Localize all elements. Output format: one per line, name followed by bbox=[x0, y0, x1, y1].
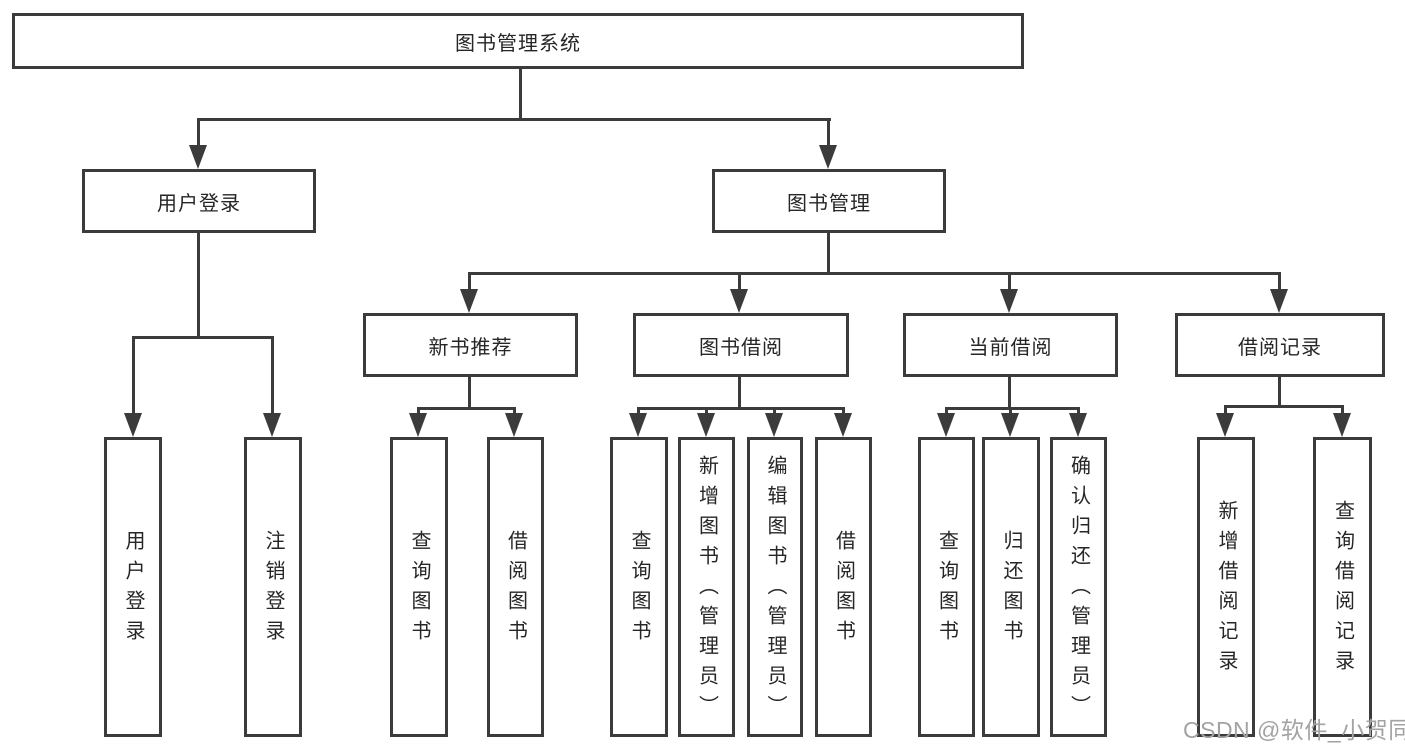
connector-new-book-recommend-stem bbox=[468, 377, 471, 410]
node-label: 当前借阅 bbox=[968, 336, 1053, 359]
arrow-to-borrowing-records-icon bbox=[1270, 289, 1288, 313]
node-label: 新增借阅记录 bbox=[1215, 500, 1237, 680]
node-return-books-leaf: 归还图书 bbox=[982, 437, 1040, 737]
node-book-borrowing: 图书借阅 bbox=[633, 313, 849, 377]
node-label: 新书推荐 bbox=[428, 336, 513, 359]
node-edit-books-admin-leaf: 编辑图书（管理员） bbox=[747, 437, 803, 737]
node-book-management: 图书管理 bbox=[712, 169, 946, 233]
arrow-leaf-icon bbox=[1333, 413, 1351, 437]
arrow-leaf-icon bbox=[765, 413, 783, 437]
connector-book-management-rail bbox=[469, 272, 1281, 275]
connector-to-borrowing-records bbox=[1278, 272, 1281, 294]
node-logout-login-leaf: 注销登录 bbox=[244, 437, 302, 737]
node-label: 查询图书 bbox=[628, 530, 650, 650]
node-query-books-leaf: 查询图书 bbox=[918, 437, 975, 737]
node-label: 借阅图书 bbox=[832, 530, 855, 650]
node-query-books-leaf: 查询图书 bbox=[390, 437, 448, 737]
arrow-to-book-borrowing-icon bbox=[730, 289, 748, 313]
connector-new-book-recommend-rail bbox=[418, 407, 516, 410]
node-label: 用户登录 bbox=[122, 530, 144, 650]
arrow-leaf-icon bbox=[697, 413, 715, 437]
connector-current-borrowing-stem bbox=[1008, 377, 1011, 410]
arrow-to-user-login-leaf-icon bbox=[124, 413, 142, 437]
node-query-books-leaf: 查询图书 bbox=[610, 437, 668, 737]
node-label: 图书管理系统 bbox=[455, 32, 581, 55]
connector-root-rail bbox=[197, 118, 831, 121]
connector-to-new-book-recommend bbox=[468, 272, 471, 294]
arrow-leaf-icon bbox=[834, 413, 852, 437]
arrow-leaf-icon bbox=[505, 413, 523, 437]
arrow-leaf-icon bbox=[629, 413, 647, 437]
connector-book-borrowing-rail bbox=[638, 407, 845, 410]
node-borrow-books-leaf: 借阅图书 bbox=[815, 437, 872, 737]
arrow-leaf-icon bbox=[409, 413, 427, 437]
node-library-management-system: 图书管理系统 bbox=[12, 13, 1024, 69]
connector-book-management-stem bbox=[827, 233, 830, 275]
arrow-to-current-borrowing-icon bbox=[1000, 289, 1018, 313]
node-current-borrowing: 当前借阅 bbox=[903, 313, 1118, 377]
arrow-to-book-management-icon bbox=[819, 145, 837, 169]
connector-user-login-rail bbox=[132, 336, 274, 339]
connector-to-current-borrowing bbox=[1008, 272, 1011, 294]
node-user-login: 用户登录 bbox=[82, 169, 316, 233]
connector-root-stem bbox=[519, 69, 522, 121]
node-label: 图书管理 bbox=[787, 192, 871, 215]
connector-to-logout-leaf bbox=[271, 336, 274, 418]
csdn-watermark: CSDN @软件_小贺同学 bbox=[1183, 717, 1405, 743]
node-label: 编辑图书（管理员） bbox=[764, 455, 786, 725]
arrow-to-user-login-icon bbox=[189, 145, 207, 169]
node-add-books-admin-leaf: 新增图书（管理员） bbox=[678, 437, 735, 737]
node-borrow-books-leaf: 借阅图书 bbox=[487, 437, 544, 737]
node-label: 用户登录 bbox=[157, 192, 241, 215]
connector-borrowing-records-stem bbox=[1278, 377, 1281, 408]
connector-borrowing-records-rail bbox=[1225, 405, 1343, 408]
arrow-to-logout-leaf-icon bbox=[263, 413, 281, 437]
connector-to-user-login-leaf bbox=[132, 336, 135, 418]
connector-leaf-line bbox=[1224, 405, 1227, 419]
node-label: 注销登录 bbox=[262, 530, 284, 650]
node-label: 借阅图书 bbox=[504, 530, 527, 650]
arrow-leaf-icon bbox=[1216, 413, 1234, 437]
connector-to-book-borrowing bbox=[738, 272, 741, 294]
node-label: 新增图书（管理员） bbox=[695, 455, 718, 725]
node-label: 归还图书 bbox=[1000, 530, 1022, 650]
node-confirm-return-admin-leaf: 确认归还（管理员） bbox=[1050, 437, 1107, 737]
node-label: 查询借阅记录 bbox=[1331, 500, 1354, 680]
node-user-login-leaf: 用户登录 bbox=[104, 437, 162, 737]
node-label: 查询图书 bbox=[408, 530, 430, 650]
arrow-to-new-book-recommend-icon bbox=[460, 289, 478, 313]
node-label: 查询图书 bbox=[935, 530, 958, 650]
arrow-leaf-icon bbox=[1069, 413, 1087, 437]
node-label: 图书借阅 bbox=[699, 336, 783, 359]
node-query-borrow-record-leaf: 查询借阅记录 bbox=[1313, 437, 1372, 737]
connector-current-borrowing-rail bbox=[945, 407, 1080, 410]
connector-book-borrowing-stem bbox=[738, 377, 741, 410]
arrow-leaf-icon bbox=[937, 413, 955, 437]
arrow-leaf-icon bbox=[1001, 413, 1019, 437]
connector-user-login-stem bbox=[197, 233, 200, 339]
node-new-book-recommend: 新书推荐 bbox=[363, 313, 578, 377]
node-label: 借阅记录 bbox=[1238, 336, 1322, 359]
connector-root-to-user-login bbox=[197, 118, 200, 150]
node-add-borrow-record-leaf: 新增借阅记录 bbox=[1197, 437, 1255, 737]
node-borrowing-records: 借阅记录 bbox=[1175, 313, 1385, 377]
connector-root-to-book-management bbox=[827, 118, 830, 150]
connector-leaf-line bbox=[1341, 405, 1344, 419]
node-label: 确认归还（管理员） bbox=[1067, 455, 1090, 725]
